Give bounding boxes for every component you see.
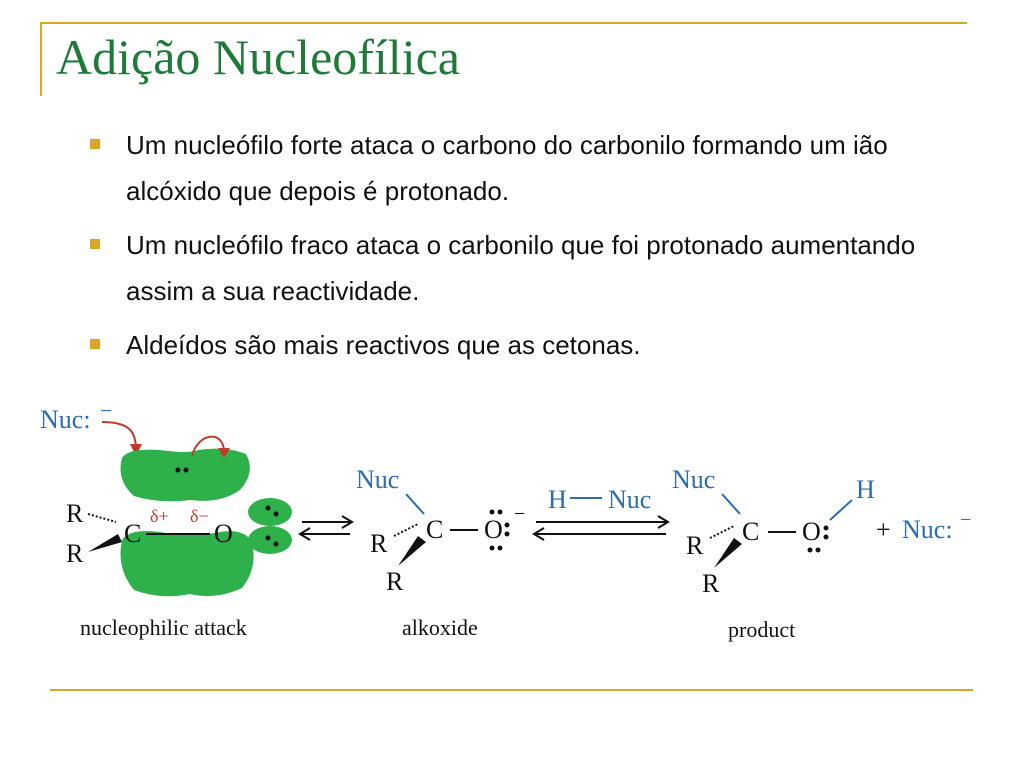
nuc-label: Nuc	[672, 465, 715, 494]
pi-bond-arrowhead	[218, 448, 230, 458]
hydrogen-label: H	[856, 475, 875, 504]
bullet-text: Um nucleófilo forte ataca o carbono do c…	[126, 130, 888, 206]
r-group-label: R	[702, 569, 720, 598]
bullet-item: Um nucleófilo fraco ataca o carbonilo qu…	[86, 222, 976, 314]
nuc-reagent-charge: −	[100, 398, 112, 423]
o-h-bond	[829, 499, 853, 521]
bullet-item: Um nucleófilo forte ataca o carbono do c…	[86, 122, 976, 214]
slide-title: Adição Nucleofílica	[56, 29, 460, 85]
nuc-product-charge: −	[960, 509, 971, 531]
lone-pair-dot	[823, 525, 829, 531]
plus-sign: +	[876, 515, 891, 544]
bullet-item: Aldeídos são mais reactivos que as ceton…	[86, 322, 976, 368]
pi-bond-arrow	[191, 435, 225, 457]
wedge-bond	[714, 538, 742, 568]
lone-pair-dot	[497, 545, 503, 551]
title-frame	[40, 22, 967, 96]
lone-pair-dot	[183, 467, 189, 473]
oxygen-label: O	[802, 517, 821, 546]
delta-plus-label: δ+	[150, 506, 169, 526]
caption-alkoxide: alkoxide	[402, 615, 478, 640]
lone-pair-dot	[497, 509, 503, 515]
hashed-bond	[87, 513, 117, 523]
r-group-label: R	[386, 567, 404, 596]
lone-pair-dot	[823, 534, 829, 540]
lone-pair-dot	[807, 547, 813, 553]
nuc-bond	[721, 493, 741, 515]
square-bullet-icon	[90, 339, 100, 349]
lone-pair-dot	[175, 467, 181, 473]
reagent-h-label: H	[548, 485, 567, 514]
hashed-bond	[709, 525, 735, 539]
lone-pair-dot	[265, 535, 271, 541]
reagent-nuc-label: Nuc	[608, 485, 651, 514]
oxygen-label: O	[214, 519, 233, 548]
pi-orbital-bottom	[120, 531, 254, 597]
lone-pair-dot	[504, 522, 510, 528]
bottom-divider	[50, 689, 973, 691]
hashed-bond	[393, 523, 419, 537]
carbon-label: C	[426, 515, 443, 544]
carbon-label: C	[124, 519, 141, 548]
r-group-label: R	[686, 531, 704, 560]
caption-nucleophilic-attack: nucleophilic attack	[80, 615, 247, 640]
equilibrium-arrow	[532, 515, 670, 541]
caption-product: product	[728, 617, 795, 642]
lone-pair-dot	[489, 509, 495, 515]
square-bullet-icon	[90, 239, 100, 249]
oxygen-orbital-lower	[248, 526, 292, 554]
nuc-attack-arrowhead	[130, 444, 142, 456]
lone-pair-dot	[273, 511, 279, 517]
oxygen-orbital-upper	[248, 498, 292, 526]
oxide-charge: −	[514, 503, 525, 525]
pi-orbital-top	[120, 448, 250, 502]
r-group-label: R	[66, 499, 84, 528]
nuc-reagent-label: Nuc:	[40, 405, 91, 434]
square-bullet-icon	[90, 139, 100, 149]
delta-minus-label: δ−	[190, 506, 209, 526]
lone-pair-dot	[815, 547, 821, 553]
carbon-label: C	[742, 517, 759, 546]
lone-pair-dot	[504, 531, 510, 537]
bullet-list: Um nucleófilo forte ataca o carbono do c…	[86, 122, 976, 376]
wedge-bond	[398, 536, 426, 566]
wedge-bond	[88, 534, 122, 552]
bullet-text: Um nucleófilo fraco ataca o carbonilo qu…	[126, 230, 916, 306]
r-group-label: R	[370, 529, 388, 558]
bullet-text: Aldeídos são mais reactivos que as ceton…	[126, 330, 641, 360]
oxygen-label: O	[484, 515, 503, 544]
lone-pair-dot	[489, 545, 495, 551]
r-group-label: R	[66, 539, 84, 568]
nuc-bond	[405, 493, 425, 515]
lone-pair-dot	[273, 541, 279, 547]
lone-pair-dot	[265, 505, 271, 511]
nuc-product-label: Nuc:	[902, 515, 953, 544]
reaction-mechanism-diagram: Nuc: − R R C δ+ δ− O Nuc R R C O − H	[40, 398, 971, 642]
nuc-label: Nuc	[356, 465, 399, 494]
equilibrium-arrow	[298, 515, 354, 541]
